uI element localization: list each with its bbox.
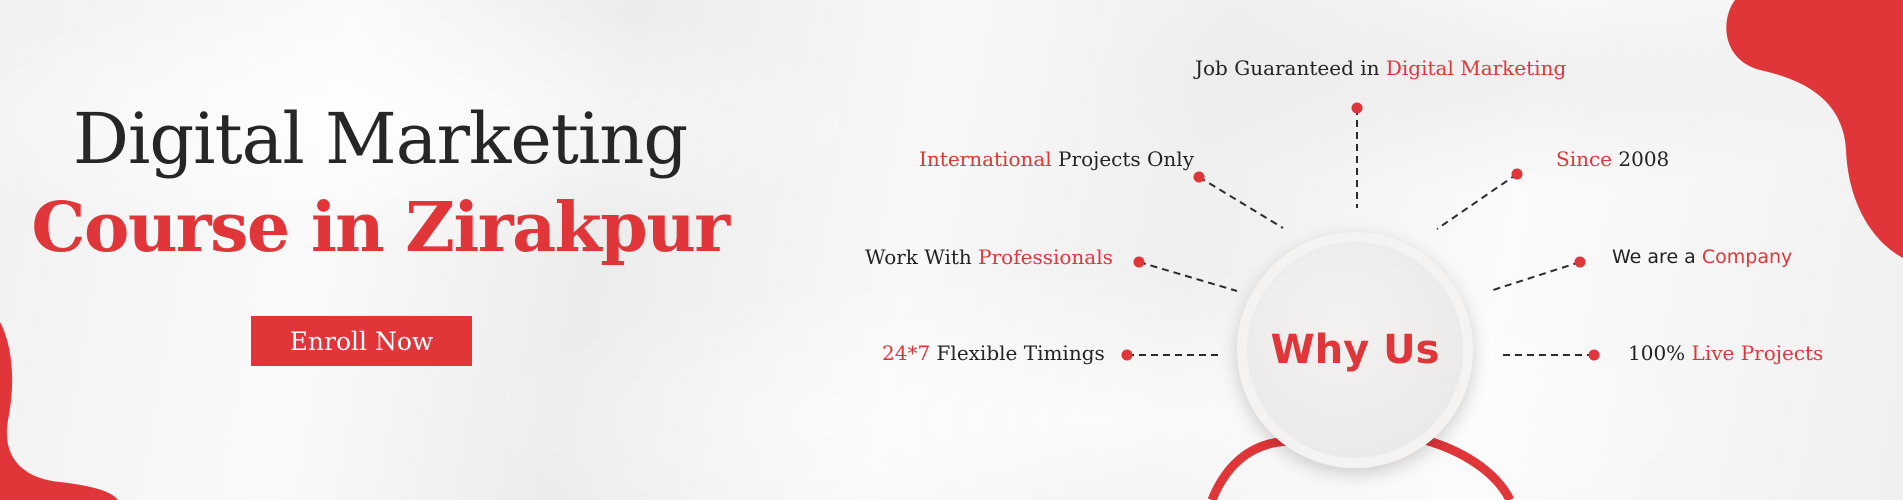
feature-highlight: 24*7 — [882, 341, 931, 365]
why-us-circle — [1237, 232, 1473, 468]
connector-upper-right — [1436, 173, 1518, 230]
connector-mid-right — [1489, 261, 1581, 292]
top-right-blob — [1726, 0, 1903, 258]
dot-mid-left — [1133, 256, 1145, 268]
connector-mid-left — [1138, 261, 1238, 292]
feature-highlight: Digital Marketing — [1385, 56, 1567, 80]
dot-lower-left — [1121, 349, 1133, 361]
feature-we-are-a-company: We are a Company — [1612, 246, 1792, 268]
dot-mid-right — [1574, 256, 1586, 268]
why-us-label: Why Us — [1270, 327, 1440, 373]
feature-flexible-timings: 24*7 Flexible Timings — [882, 341, 1105, 365]
feature-text: We are a — [1612, 246, 1702, 268]
connector-upper-left — [1198, 176, 1284, 229]
feature-international-projects: International Projects Only — [919, 147, 1194, 171]
feature-text-after: Projects Only — [1051, 147, 1194, 171]
feature-live-projects: 100% Live Projects — [1628, 341, 1823, 365]
hero-title-line1: Digital Marketing — [72, 98, 688, 180]
bottom-left-blob — [0, 322, 118, 500]
feature-highlight: International — [919, 147, 1052, 171]
feature-text: Work With — [865, 245, 979, 269]
feature-highlight: Live Projects — [1691, 341, 1824, 365]
dot-upper-left — [1193, 171, 1205, 183]
feature-highlight: Professionals — [978, 245, 1113, 269]
dot-lower-right — [1588, 349, 1600, 361]
feature-job-guaranteed: Job Guaranteed in Digital Marketing — [1195, 56, 1566, 80]
feature-text-after: Flexible Timings — [930, 341, 1105, 365]
dot-top — [1351, 102, 1363, 114]
feature-highlight: Since — [1556, 147, 1613, 171]
dot-upper-right — [1511, 168, 1523, 180]
feature-work-with-professionals: Work With Professionals — [865, 245, 1113, 269]
feature-text: 100% — [1628, 341, 1692, 365]
feature-highlight: Company — [1701, 246, 1793, 268]
feature-since-2008: Since 2008 — [1556, 147, 1669, 171]
feature-text: Job Guaranteed in — [1195, 56, 1386, 80]
hero-title-line2: Course in Zirakpur — [31, 188, 730, 268]
feature-text-after: 2008 — [1612, 147, 1670, 171]
enroll-now-button[interactable]: Enroll Now — [251, 316, 472, 366]
